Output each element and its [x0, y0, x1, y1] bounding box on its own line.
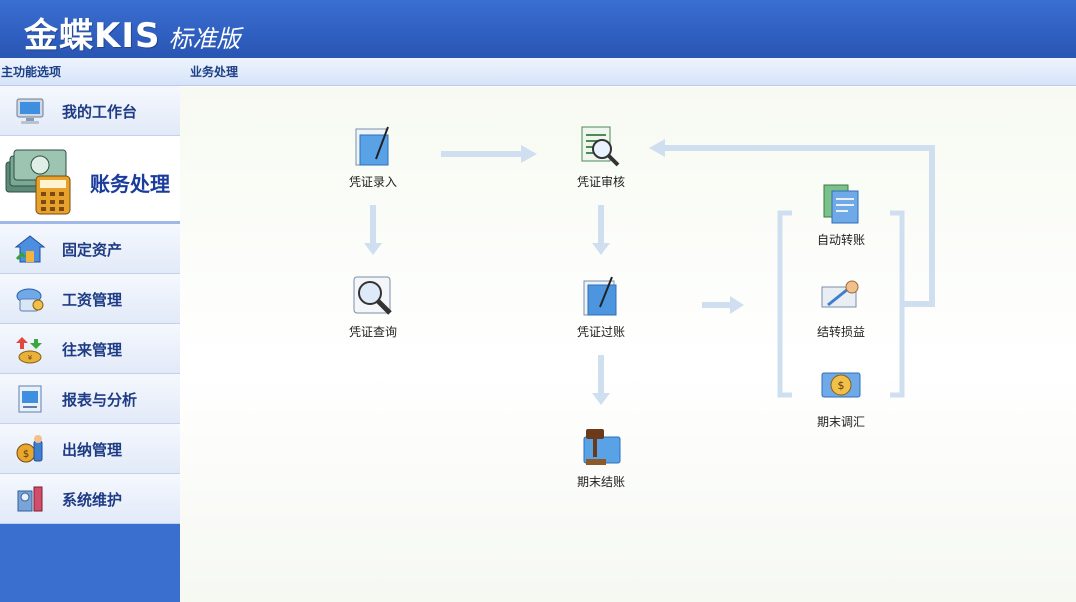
node-voucher-review[interactable]: 凭证审核 — [556, 123, 646, 190]
sidebar-item-system-maintenance[interactable]: 系统维护 — [0, 474, 180, 524]
node-label: 期末结账 — [576, 475, 625, 489]
arrow-posting-to-group — [702, 296, 744, 314]
house-icon — [14, 235, 46, 263]
node-voucher-query[interactable]: 凭证查询 — [328, 273, 418, 340]
node-label: 凭证查询 — [348, 325, 397, 339]
money-calculator-icon — [5, 149, 71, 215]
brand-name: 金蝶KIS — [24, 16, 161, 56]
exchange-adjust-icon: $ — [821, 372, 861, 398]
group-bracket-left — [777, 210, 792, 398]
auto-transfer-icon — [823, 184, 859, 224]
sidebar-item-label: 固定资产 — [62, 241, 123, 259]
monitor-icon — [16, 98, 44, 124]
sidebar: 主功能选项 我的工作台 账务处理 — [0, 58, 180, 602]
svg-text:$: $ — [838, 379, 845, 392]
group-bracket-right — [890, 210, 905, 398]
sidebar-item-fixed-assets[interactable]: 固定资产 — [0, 224, 180, 274]
node-period-exchange-adjust[interactable]: $ 期末调汇 — [796, 363, 886, 430]
sidebar-item-label: 我的工作台 — [62, 103, 138, 121]
node-label: 结转损益 — [816, 325, 865, 339]
sidebar-item-workbench[interactable]: 我的工作台 — [0, 86, 180, 136]
svg-text:$: $ — [23, 449, 29, 460]
app-header: 金蝶KIS 标准版 — [0, 0, 1076, 58]
voucher-entry-icon — [355, 126, 389, 166]
salary-icon — [16, 288, 44, 312]
cashier-icon: $ — [16, 435, 43, 463]
period-closing-icon — [583, 429, 621, 465]
brand-edition: 标准版 — [168, 25, 241, 53]
node-profit-loss-transfer[interactable]: 结转损益 — [796, 273, 886, 340]
sidebar-item-accounting[interactable]: 账务处理 — [0, 136, 180, 224]
sidebar-title: 主功能选项 — [0, 58, 180, 86]
node-auto-transfer[interactable]: 自动转账 — [796, 181, 886, 248]
sidebar-item-label: 往来管理 — [62, 341, 123, 359]
node-label: 凭证过账 — [576, 325, 625, 339]
tools-icon — [17, 486, 43, 512]
sidebar-item-label: 系统维护 — [62, 491, 123, 509]
arrow-posting-to-closing — [592, 355, 610, 405]
business-flow-canvas: 凭证录入 凭证审核 凭证查询 凭证过账 — [180, 87, 1076, 602]
node-voucher-posting[interactable]: 凭证过账 — [556, 273, 646, 340]
node-period-closing[interactable]: 期末结账 — [556, 423, 646, 490]
sidebar-item-label: 出纳管理 — [62, 441, 123, 459]
node-label: 期末调汇 — [816, 415, 865, 429]
node-label: 凭证录入 — [348, 175, 397, 189]
sidebar-item-receivables[interactable]: ¥ 往来管理 — [0, 324, 180, 374]
voucher-review-icon — [581, 126, 620, 167]
page-title: 业务处理 — [180, 58, 1076, 86]
sidebar-item-label: 账务处理 — [90, 172, 170, 196]
sidebar-item-label: 工资管理 — [62, 291, 123, 309]
voucher-posting-icon — [583, 276, 617, 316]
voucher-query-icon — [353, 276, 392, 315]
arrow-review-to-posting — [592, 205, 610, 255]
exchange-icon: ¥ — [16, 337, 42, 364]
sidebar-item-label: 报表与分析 — [62, 391, 138, 409]
arrow-group-to-review — [649, 139, 935, 307]
node-label: 自动转账 — [816, 233, 865, 247]
profit-loss-transfer-icon — [821, 280, 859, 308]
report-icon — [18, 385, 42, 413]
sidebar-item-payroll[interactable]: 工资管理 — [0, 274, 180, 324]
sidebar-item-cashier[interactable]: $ 出纳管理 — [0, 424, 180, 474]
brand-logo: 金蝶KIS 标准版 — [24, 8, 240, 57]
node-label: 凭证审核 — [576, 175, 625, 189]
flow-connectors — [364, 139, 935, 405]
node-voucher-entry[interactable]: 凭证录入 — [328, 123, 418, 190]
arrow-entry-to-query — [364, 205, 382, 255]
arrow-entry-to-review — [441, 145, 537, 163]
svg-text:¥: ¥ — [28, 354, 33, 362]
sidebar-item-reports[interactable]: 报表与分析 — [0, 374, 180, 424]
